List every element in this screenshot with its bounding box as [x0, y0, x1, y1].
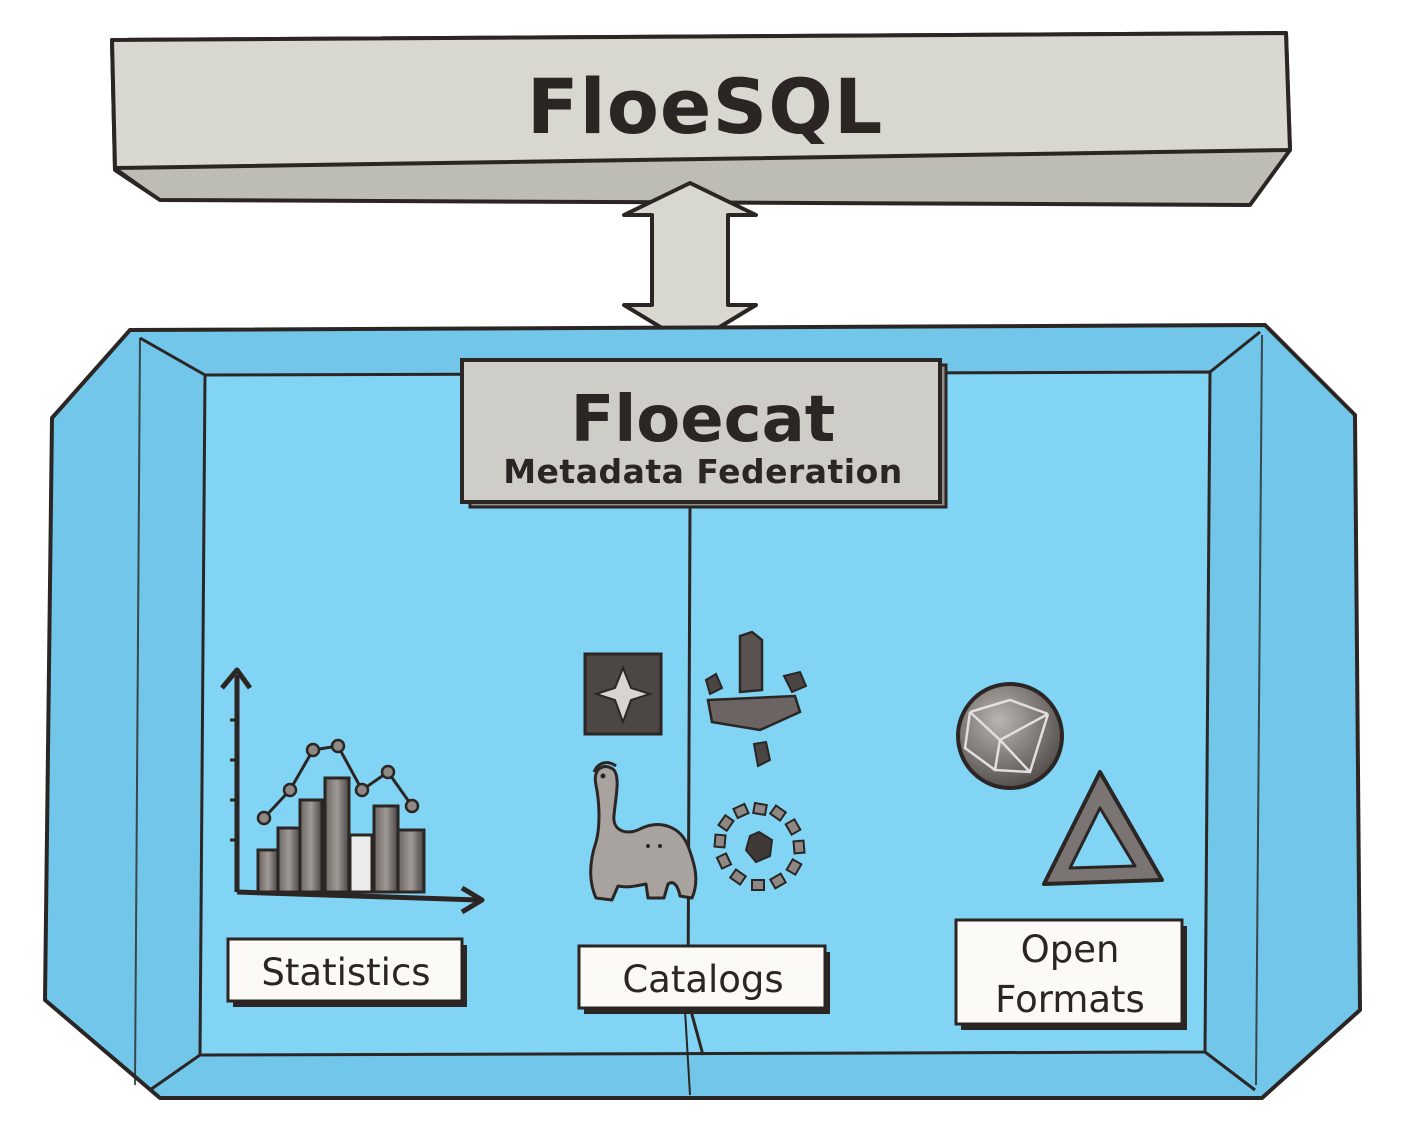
geodesic-sphere-icon	[956, 682, 1064, 790]
floecat-title: Floecat	[570, 383, 836, 457]
triangle-delta-icon	[1042, 770, 1164, 886]
floecat-container	[43, 323, 1362, 1100]
open-formats-label-line1: Open	[1020, 928, 1120, 971]
circular-tiles-icon	[713, 801, 806, 891]
dinosaur-icon	[589, 761, 698, 902]
open-formats-label-line2: Formats	[995, 978, 1145, 1021]
statistics-label: Statistics	[261, 951, 431, 994]
statistics-label-box	[226, 937, 467, 1007]
catalogs-label-box	[577, 944, 830, 1014]
bidirectional-arrow-icon	[622, 181, 758, 347]
open-formats-label: Open Formats	[960, 923, 1180, 1027]
layered-blocks-icon	[704, 630, 808, 768]
catalogs-label: Catalogs	[622, 958, 784, 1001]
bar-chart-icon	[220, 667, 485, 915]
floesql-title: FloeSQL	[526, 62, 884, 151]
open-formats-label-box	[954, 918, 1187, 1030]
star-square-icon	[583, 652, 663, 736]
floecat-box	[460, 358, 948, 509]
floecat-subtitle: Metadata Federation	[503, 452, 903, 491]
floesql-box	[110, 31, 1292, 207]
